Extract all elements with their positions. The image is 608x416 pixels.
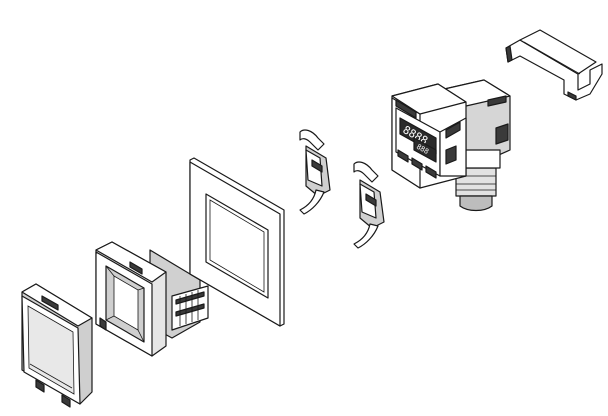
sensor-unit: 8888 888 [391,79,511,212]
mounting-bracket [505,29,603,101]
mounting-clip-left [299,129,331,215]
mounting-adapter [95,241,209,357]
panel-gasket [189,157,285,327]
mounting-clip-right [353,161,385,249]
protective-cover [21,283,93,408]
